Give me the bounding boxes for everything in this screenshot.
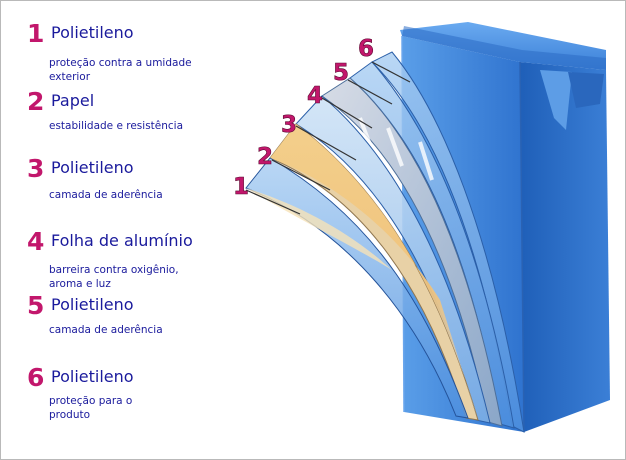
legend-description: proteção contra a umidade [49, 57, 192, 69]
carton-fold-flap [540, 70, 572, 130]
legend-title: Folha de alumínio [51, 231, 193, 250]
legend-title: Polietileno [51, 367, 134, 386]
layer-6-polyethylene [371, 51, 525, 433]
legend-description: camada de aderência [49, 189, 163, 201]
legend-description: exterior [49, 71, 91, 83]
legend-description: camada de aderência [49, 324, 163, 336]
legend-description: estabilidade e resistência [49, 120, 184, 132]
layer-1-polyethylene [245, 157, 469, 419]
legend-title: Papel [51, 91, 95, 110]
layer-marker-4: 4 [307, 83, 323, 109]
layer-3-polyethylene [295, 95, 491, 424]
legend-number: 6 [27, 363, 45, 392]
layer-sheets [245, 51, 525, 433]
legend-description: aroma e luz [49, 278, 111, 290]
legend-number: 3 [27, 154, 45, 183]
legend-title: Polietileno [51, 295, 134, 314]
carton-side-panel [520, 62, 610, 432]
layer-marker-2: 2 [257, 144, 273, 170]
layer-2-paper [270, 124, 478, 420]
legend-number: 1 [27, 19, 45, 48]
layer-marker-6: 6 [358, 36, 374, 62]
layer-marker-5: 5 [333, 60, 349, 86]
legend-description: produto [49, 409, 91, 421]
layer-marker-3: 3 [281, 112, 297, 138]
layer-4-aluminium-foil [321, 77, 503, 427]
legend-number: 5 [27, 291, 45, 320]
layer-5-polyethylene [349, 61, 515, 429]
legend-title: Polietileno [51, 23, 134, 42]
legend-number: 4 [27, 227, 45, 256]
layer-marker-1: 1 [233, 174, 249, 200]
legend-description: proteção para o [49, 395, 133, 407]
legend-description: barreira contra oxigênio, [49, 264, 179, 276]
legend-title: Polietileno [51, 158, 134, 177]
legend-number: 2 [27, 87, 45, 116]
layer-legend: 1 Polietileno proteção contra a umidade … [0, 0, 260, 460]
